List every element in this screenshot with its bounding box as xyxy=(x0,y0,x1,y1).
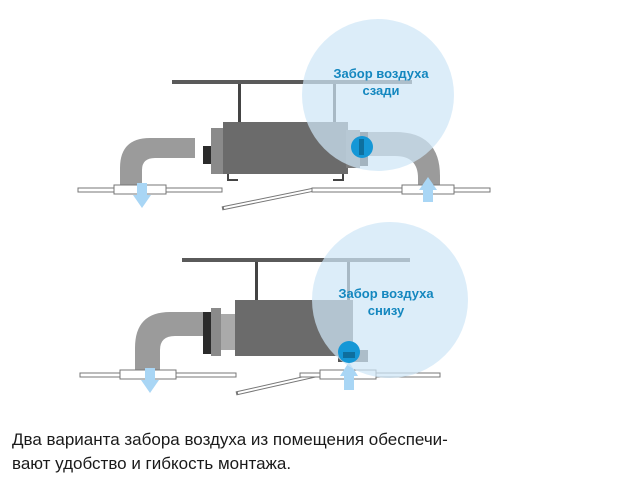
unit-flange xyxy=(211,128,225,174)
caption-line: Два варианта забора воздуха из помещения… xyxy=(12,430,448,449)
intake-valve-core xyxy=(359,139,364,155)
unit-front-cap xyxy=(203,146,213,164)
bubble-label-line: Забор воздуха xyxy=(333,66,429,81)
duct-elbow xyxy=(120,138,195,186)
ceiling-rail xyxy=(182,258,410,262)
arrow-up-icon xyxy=(419,177,437,202)
ceiling-hatch-open xyxy=(223,189,313,209)
unit-front-cap xyxy=(203,312,211,354)
bottom-variant: Забор воздуха снизу xyxy=(79,222,468,396)
unit-collar xyxy=(221,314,235,350)
unit-bracket xyxy=(227,174,238,181)
highlight-bubble xyxy=(312,222,468,378)
installation-diagram: Забор воздуха сзади xyxy=(77,19,491,396)
bubble-label-line: сзади xyxy=(363,83,400,98)
arrow-up-icon xyxy=(340,362,358,390)
hanger-rod xyxy=(238,84,241,126)
arrow-down-icon xyxy=(141,368,159,393)
bubble-label-line: снизу xyxy=(368,303,405,318)
ceiling-rail xyxy=(172,80,412,84)
highlight-bubble xyxy=(302,19,454,171)
caption-line: вают удобство и гибкость монтажа. xyxy=(12,454,292,473)
unit-bracket xyxy=(333,174,344,181)
unit-flange xyxy=(211,308,221,356)
hanger-rod xyxy=(255,262,258,302)
top-variant: Забор воздуха сзади xyxy=(77,19,491,211)
intake-valve-core xyxy=(343,352,355,358)
arrow-down-icon xyxy=(133,183,151,208)
duct-elbow xyxy=(135,312,205,372)
caption: Два варианта забора воздуха из помещения… xyxy=(12,428,607,476)
bubble-label-line: Забор воздуха xyxy=(338,286,434,301)
ceiling-board xyxy=(311,187,491,193)
